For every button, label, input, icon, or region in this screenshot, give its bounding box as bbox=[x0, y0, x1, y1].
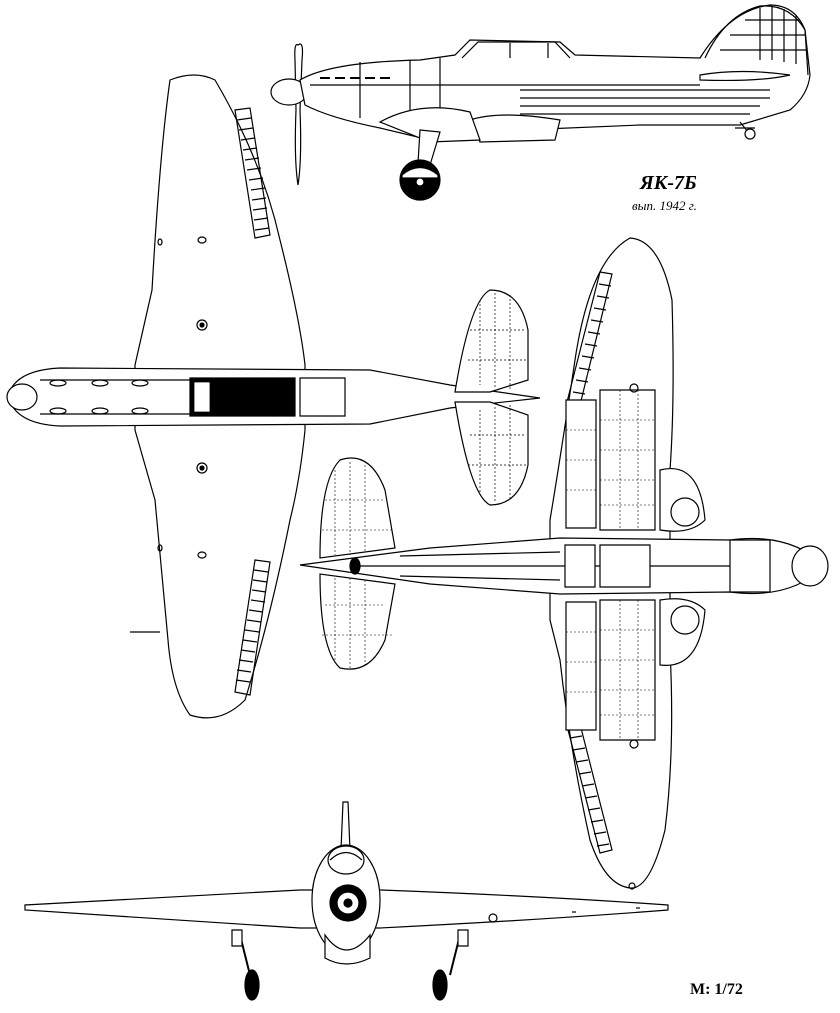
main-wheel-front-right bbox=[433, 970, 447, 1000]
aileron-upper-top bbox=[235, 108, 270, 238]
top-view bbox=[7, 75, 540, 718]
aircraft-subtitle: вып. 1942 г. bbox=[632, 198, 697, 213]
tailplane-lower-top bbox=[455, 402, 528, 505]
scale-label: М: 1/72 bbox=[690, 981, 743, 998]
aircraft-title: ЯК-7Б bbox=[640, 172, 697, 194]
side-view bbox=[271, 5, 810, 200]
rear-canopy-top bbox=[300, 378, 345, 416]
wing-root-side bbox=[380, 108, 480, 142]
tailplane-side bbox=[700, 72, 790, 81]
aileron-lower-top bbox=[235, 560, 270, 695]
propeller-blade-side bbox=[295, 44, 303, 185]
exhaust-top bbox=[50, 380, 148, 414]
wheel-wells-bottom bbox=[660, 469, 705, 666]
front-view bbox=[25, 802, 668, 1000]
tailplane-upper-bottom bbox=[320, 458, 395, 558]
flaps-bottom bbox=[566, 390, 655, 740]
radiator-bottom bbox=[600, 545, 650, 587]
spinner-bottom bbox=[792, 546, 828, 586]
tailplane-lower-bottom bbox=[320, 574, 395, 669]
main-wheel-front-left bbox=[245, 970, 259, 1000]
bottom-view bbox=[300, 238, 828, 889]
canopy-side bbox=[462, 42, 570, 58]
spinner-top bbox=[7, 384, 37, 410]
tailplane-upper-top bbox=[455, 290, 528, 392]
radiator-side bbox=[470, 115, 560, 142]
tail-wheel-side bbox=[745, 129, 755, 139]
fin-front bbox=[341, 802, 350, 850]
